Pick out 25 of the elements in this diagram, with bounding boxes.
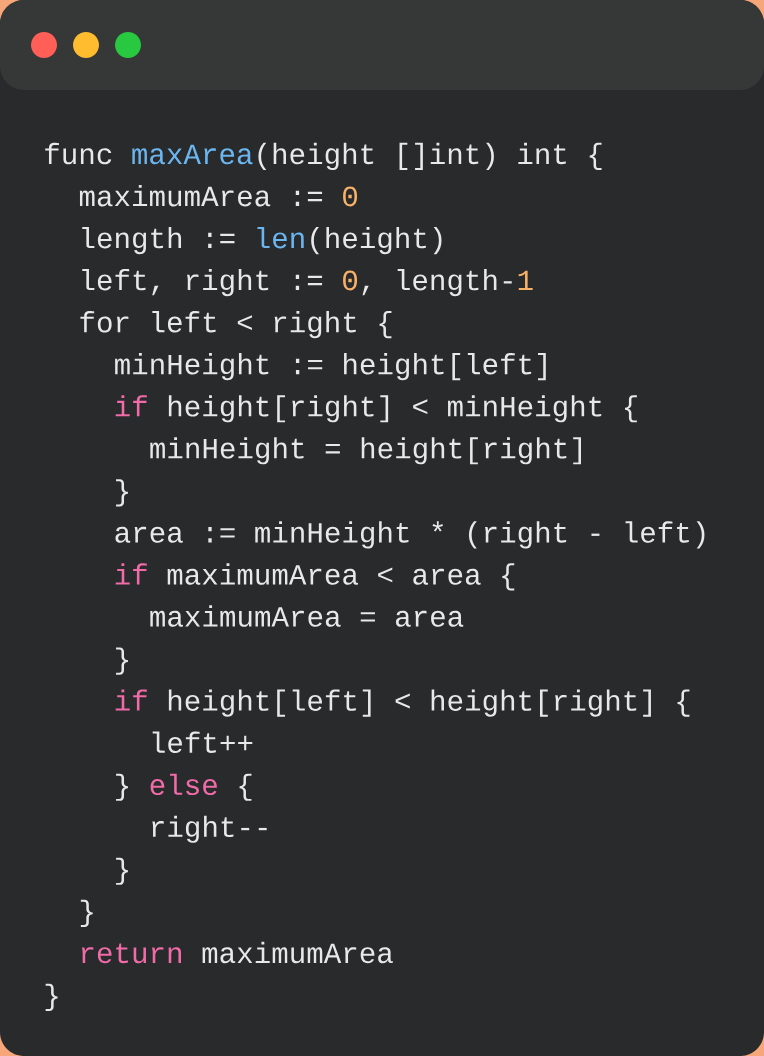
code-line: length := len (height) — [82, 226, 442, 255]
code-line: } — [80, 899, 93, 927]
code-line: if maximumArea < area { — [115, 563, 515, 591]
code-line: maximumArea := 0 — [79, 184, 358, 207]
label: left, right := — [82, 268, 323, 297]
label: 0 — [343, 270, 358, 291]
code-line: area := minHeight * (right - left) — [115, 521, 705, 549]
code-line: maximumArea = area — [150, 605, 464, 627]
code-line: func maxArea (height []int) int { — [45, 142, 602, 171]
code-line: if height[left] < height[right] { — [115, 689, 690, 717]
code-line: if height[right] < minHeight { — [115, 395, 637, 423]
code-line: } — [116, 479, 128, 507]
code-line: } — [45, 983, 58, 1012]
code-line: } — [116, 857, 128, 885]
label: 1 — [518, 270, 533, 291]
code-line: left++ — [152, 731, 253, 753]
code-line: } — [116, 647, 128, 675]
code-line: } else { — [116, 773, 252, 801]
code-line: return maximumArea — [81, 941, 393, 964]
code-line: minHeight = height[right] — [150, 437, 581, 465]
code-line: right-- — [152, 815, 267, 843]
label: , length- — [362, 268, 512, 297]
code-line: minHeight := height[left] — [115, 353, 546, 381]
code-line: for left < right { — [80, 311, 392, 339]
code-line: left, right := 0 , length- 1 — [82, 268, 533, 297]
